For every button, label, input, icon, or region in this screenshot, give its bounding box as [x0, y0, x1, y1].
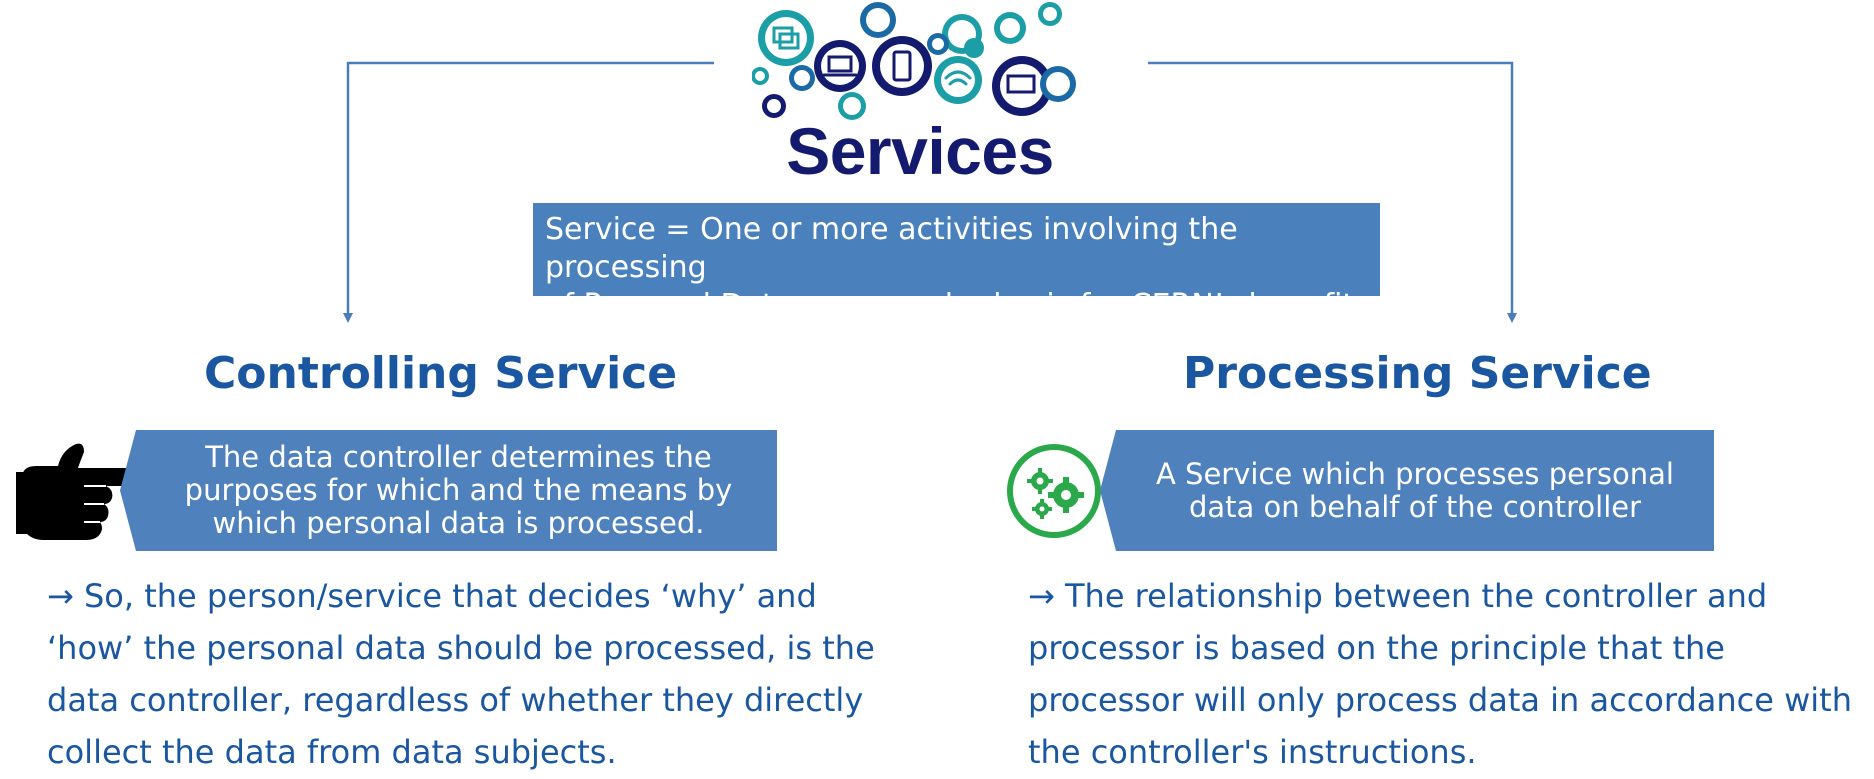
processing-explanation: → The relationship between the controlle… — [1028, 570, 1873, 778]
gears-circle-icon — [1007, 444, 1101, 538]
processing-body-line-1: → The relationship between the controlle… — [1028, 577, 1768, 615]
pointing-hand-icon — [16, 443, 140, 540]
controlling-box-line-1: The data controller determines the — [205, 440, 712, 474]
services-logo-title: Services — [786, 114, 1054, 188]
controlling-explanation: → So, the person/service that decides ‘w… — [47, 570, 907, 778]
processing-body-line-3: processor will only process data in acco… — [1028, 681, 1852, 719]
controlling-definition-box: The data controller determines the purpo… — [120, 430, 777, 551]
gears-services-icon — [752, 2, 1076, 120]
definition-line-1: Service = One or more activities involvi… — [545, 212, 1238, 285]
controlling-body-line-3: data controller, regardless of whether t… — [47, 681, 864, 719]
processing-body-line-4: the controller's instructions. — [1028, 733, 1477, 771]
processing-service-heading: Processing Service — [1183, 348, 1652, 399]
left-connector — [343, 61, 714, 323]
controlling-box-line-3: which personal data is processed. — [212, 506, 705, 540]
controlling-body-line-1: → So, the person/service that decides ‘w… — [47, 577, 817, 615]
controlling-service-heading: Controlling Service — [204, 348, 678, 399]
definition-line-2: of Personal Data on a regular basis for … — [545, 288, 1355, 323]
controlling-body-line-2: ‘how’ the personal data should be proces… — [47, 629, 875, 667]
processing-definition-box: A Service which processes personal data … — [1100, 430, 1714, 551]
service-definition-box: Service = One or more activities involvi… — [533, 203, 1380, 323]
processing-body-line-2: processor is based on the principle that… — [1028, 629, 1725, 667]
processing-box-line-2: data on behalf of the controller — [1188, 489, 1642, 524]
controlling-box-line-2: purposes for which and the means by — [184, 473, 733, 507]
processing-box-line-1: A Service which processes personal — [1156, 456, 1674, 491]
controlling-body-line-4: collect the data from data subjects. — [47, 733, 617, 771]
right-connector — [1148, 61, 1517, 323]
